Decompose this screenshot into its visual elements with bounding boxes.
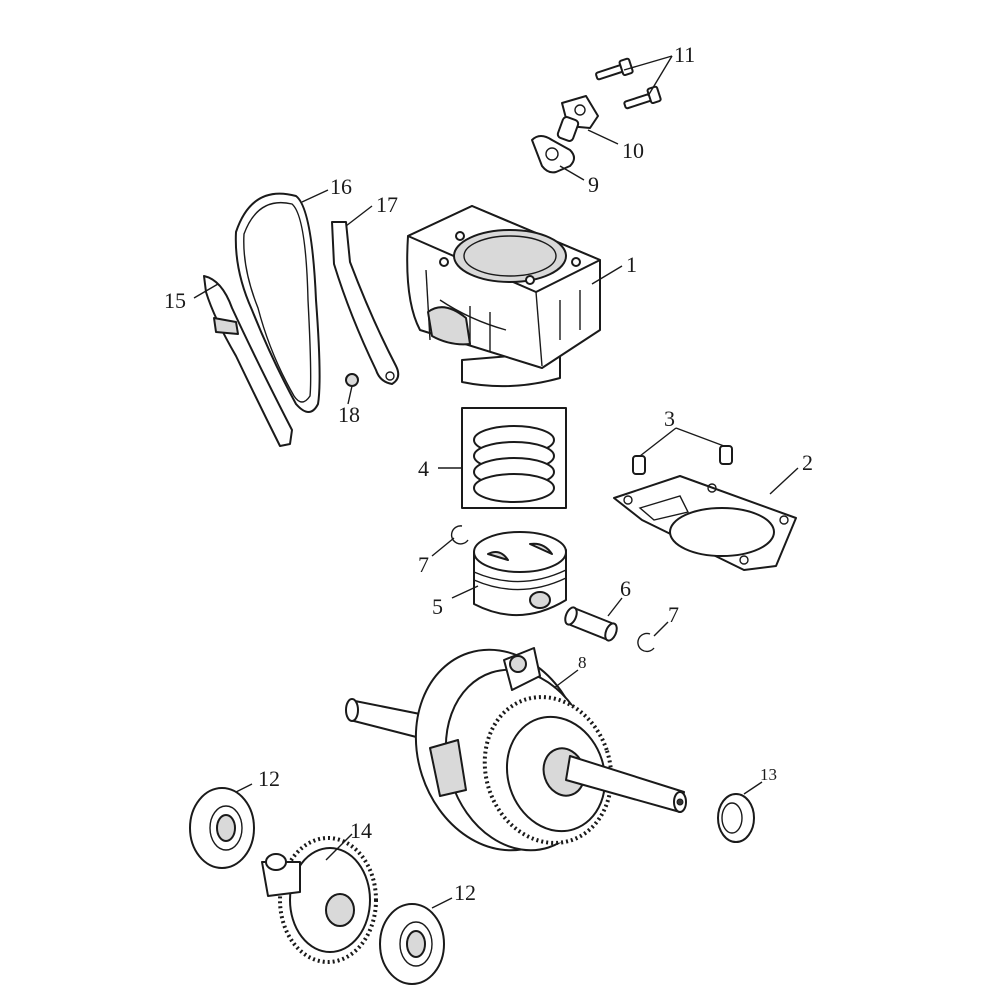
- callout-12-bottom: 12: [454, 880, 476, 905]
- callout-9: 9: [588, 172, 599, 197]
- part-15-chain-guide: [203, 275, 293, 447]
- part-8-crankshaft: [345, 647, 687, 852]
- part-5-piston: [473, 531, 567, 617]
- callout-4: 4: [418, 456, 429, 481]
- part-4-piston-rings: [461, 407, 567, 509]
- callout-13: 13: [760, 765, 777, 784]
- part-9-gasket: [531, 135, 575, 174]
- callout-18: 18: [338, 402, 360, 427]
- callout-10: 10: [622, 138, 644, 163]
- part-6-piston-pin: [564, 606, 618, 642]
- callout-16: 16: [330, 174, 352, 199]
- callout-17: 17: [376, 192, 398, 217]
- part-12-bearing-bottom: [379, 903, 445, 985]
- part-12-bearing-top: [189, 787, 255, 869]
- callout-11: 11: [674, 42, 695, 67]
- callout-2: 2: [802, 450, 813, 475]
- part-18-bolt: [345, 373, 359, 387]
- callout-7-right: 7: [668, 602, 679, 627]
- part-17-chain-guide: [331, 221, 400, 385]
- part-3-dowel-pins: [632, 445, 733, 475]
- part-14-balancer-gear: [261, 836, 378, 964]
- part-16-cam-chain: [234, 192, 321, 413]
- callout-6: 6: [620, 576, 631, 601]
- callout-5: 5: [432, 594, 443, 619]
- callout-1: 1: [626, 252, 637, 277]
- part-7-circlip-right: [637, 632, 655, 653]
- part-11-bolts: [595, 57, 662, 110]
- leader-lines: [193, 55, 799, 909]
- callout-labels: 11 10 9 16 17 1 15 18 3 4 2 7 5 6 7 8 13…: [164, 42, 813, 905]
- part-2-base-gasket: [613, 475, 797, 571]
- part-7-circlip-left: [450, 525, 469, 545]
- callout-14: 14: [350, 818, 372, 843]
- part-13-oil-seal: [717, 793, 755, 843]
- part-1-cylinder: [406, 205, 601, 388]
- callout-12-top: 12: [258, 766, 280, 791]
- callout-8: 8: [578, 653, 587, 672]
- callout-3: 3: [664, 406, 675, 431]
- callout-7-left: 7: [418, 552, 429, 577]
- part-10-tensioner: [556, 95, 599, 142]
- callout-15: 15: [164, 288, 186, 313]
